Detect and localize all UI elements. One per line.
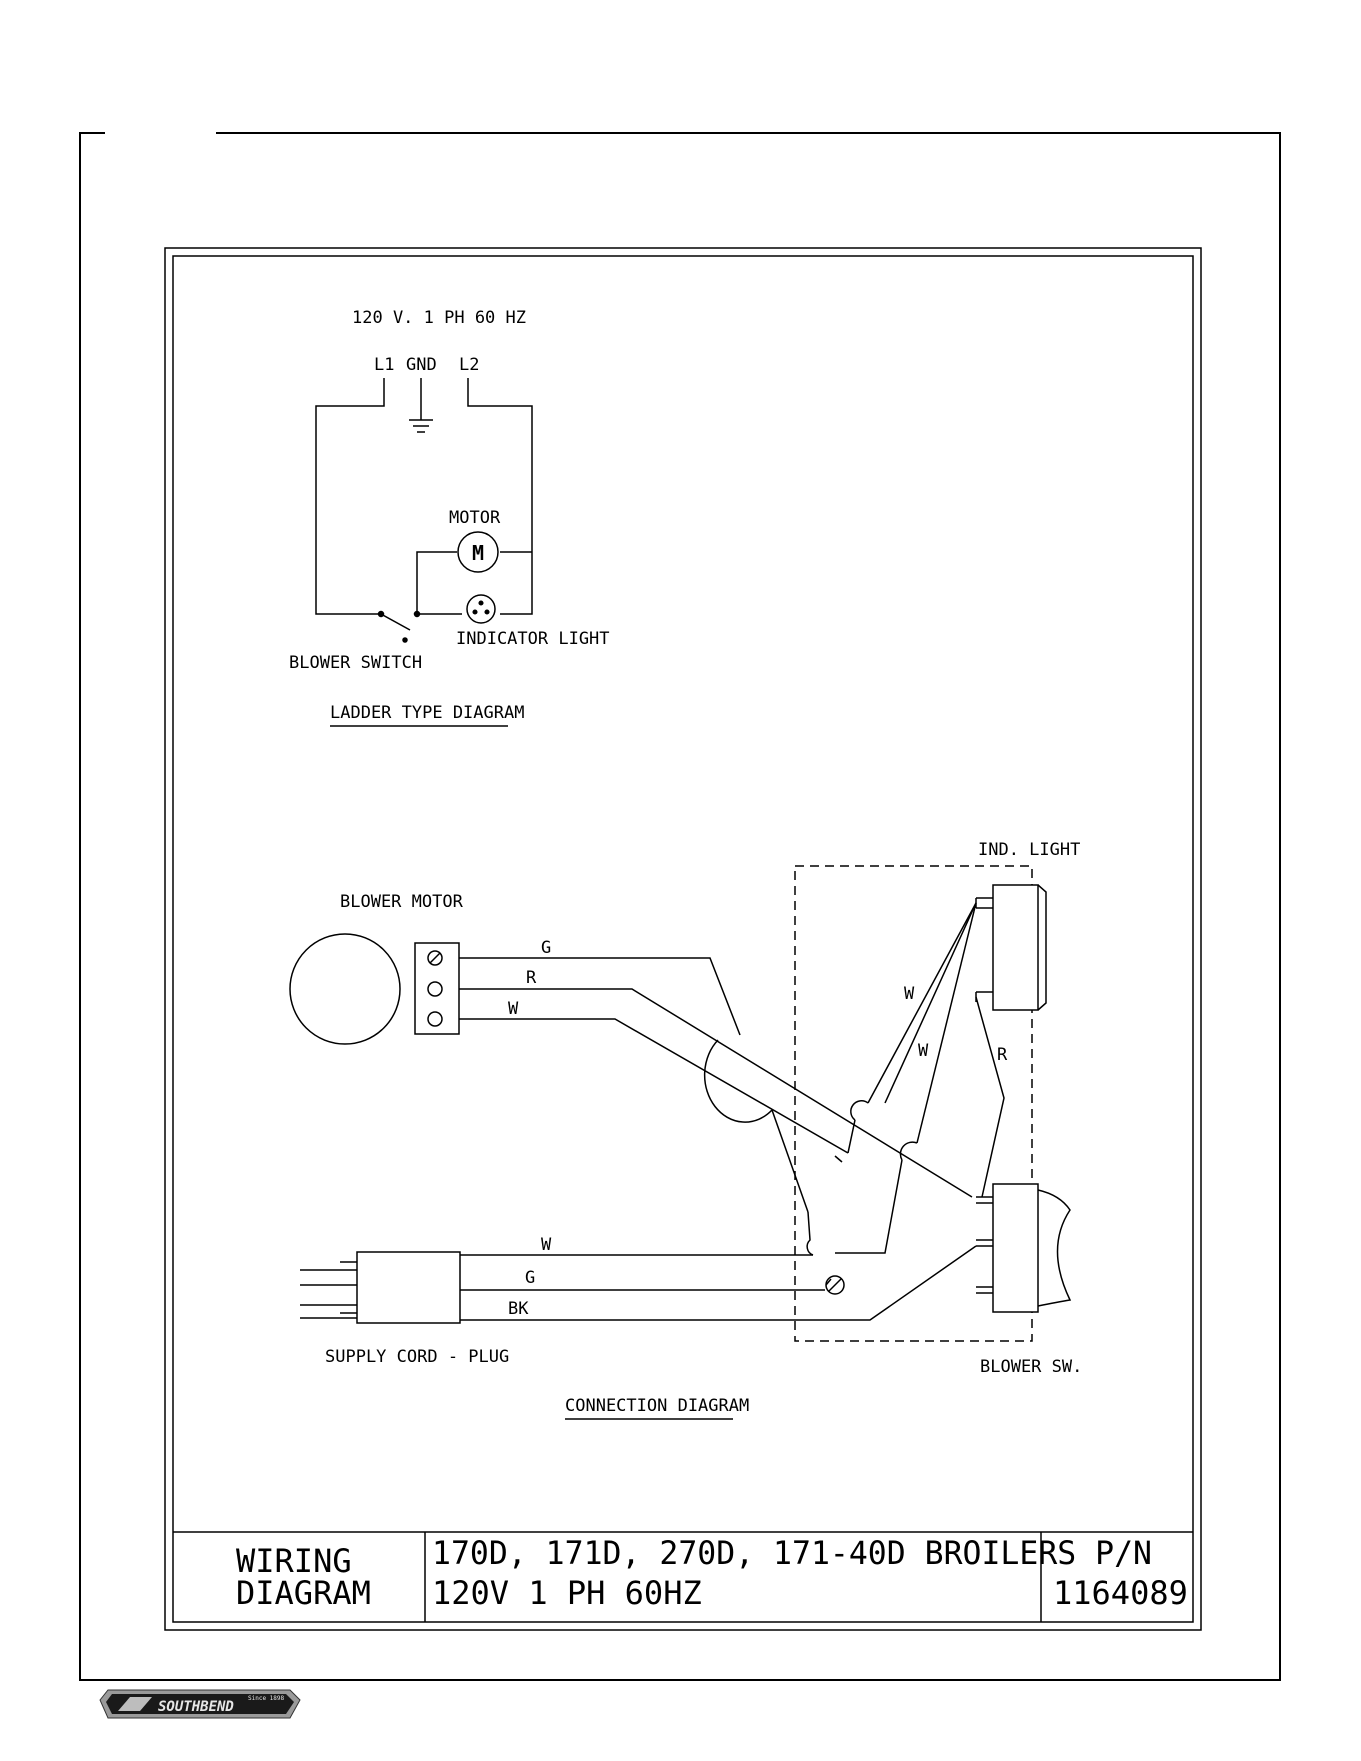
motor-wire-r (459, 989, 972, 1197)
motor-wire-g (459, 958, 740, 1035)
wire-label-r-motor: R (526, 968, 537, 988)
voltage-rating: 120V 1 PH 60HZ (432, 1574, 702, 1612)
wire-label-w-light-1: W (904, 984, 915, 1004)
light-wire-r (976, 997, 1004, 1197)
motor-label: MOTOR (449, 508, 501, 528)
blower-switch-label: BLOWER SWITCH (289, 653, 422, 673)
light-wire-w-1 (868, 903, 976, 1103)
supply-cord-label: SUPPLY CORD - PLUG (325, 1347, 509, 1367)
l2-label: L2 (459, 355, 479, 375)
supply-rating-label: 120 V. 1 PH 60 HZ (352, 308, 526, 328)
ground-screw (826, 1276, 844, 1294)
blower-switch-body (976, 1184, 1070, 1312)
wire-label-bk-cord: BK (508, 1299, 529, 1319)
l1-label: L1 (374, 355, 394, 375)
connection-labels: IND. LIGHT BLOWER MOTOR BLOWER SW. SUPPL… (325, 840, 1082, 1416)
blower-motor-label: BLOWER MOTOR (340, 892, 464, 912)
blower-sw-label: BLOWER SW. (980, 1357, 1082, 1377)
connection-diagram-title: CONNECTION DIAGRAM (565, 1396, 749, 1416)
gnd-label: GND (406, 355, 437, 375)
cable-grommet (705, 1040, 772, 1122)
page-frame (80, 133, 1280, 1680)
indicator-light-symbol (467, 595, 495, 623)
ladder-labels: 120 V. 1 PH 60 HZ L1 GND L2 MOTOR M INDI… (289, 308, 610, 723)
ground-symbol (409, 378, 433, 432)
wire-label-w-motor: W (508, 999, 519, 1019)
part-number: 1164089 (1053, 1574, 1188, 1612)
wire-label-w-light-2: W (918, 1041, 929, 1061)
indicator-light-label: INDICATOR LIGHT (456, 629, 610, 649)
logo-brand: SOUTHBEND (158, 1699, 234, 1715)
blower-motor-body (290, 934, 400, 1044)
cord-wire-bk (460, 1246, 976, 1320)
connection-diagram (290, 866, 1070, 1341)
model-list: 170D, 171D, 270D, 171-40D BROILERS P/N (432, 1534, 1152, 1572)
logo-since: Since 1898 (248, 1695, 285, 1702)
wire-label-g-cord: G (525, 1268, 535, 1288)
light-wire-w-2 (917, 903, 976, 1143)
ladder-l1-wire (316, 378, 384, 614)
southbend-logo: SOUTHBEND Since 1898 (100, 1690, 300, 1718)
ladder-motor-branch (417, 552, 457, 614)
wire-label-r-light: R (997, 1045, 1008, 1065)
title-line-2: DIAGRAM (236, 1574, 371, 1612)
blower-switch-symbol (379, 612, 420, 643)
ind-light-label: IND. LIGHT (978, 840, 1080, 860)
ladder-diagram-title: LADDER TYPE DIAGRAM (330, 703, 524, 723)
ladder-l2-wire (468, 378, 532, 614)
motor-symbol-letter: M (472, 541, 484, 565)
wire-label-g-motor: G (541, 938, 551, 958)
title-block-text: WIRING DIAGRAM 170D, 171D, 270D, 171-40D… (236, 1534, 1188, 1612)
indicator-light-body (976, 885, 1046, 1010)
wire-label-w-cord: W (541, 1235, 552, 1255)
light-w-crossing (885, 903, 976, 1103)
supply-plug (300, 1252, 460, 1323)
